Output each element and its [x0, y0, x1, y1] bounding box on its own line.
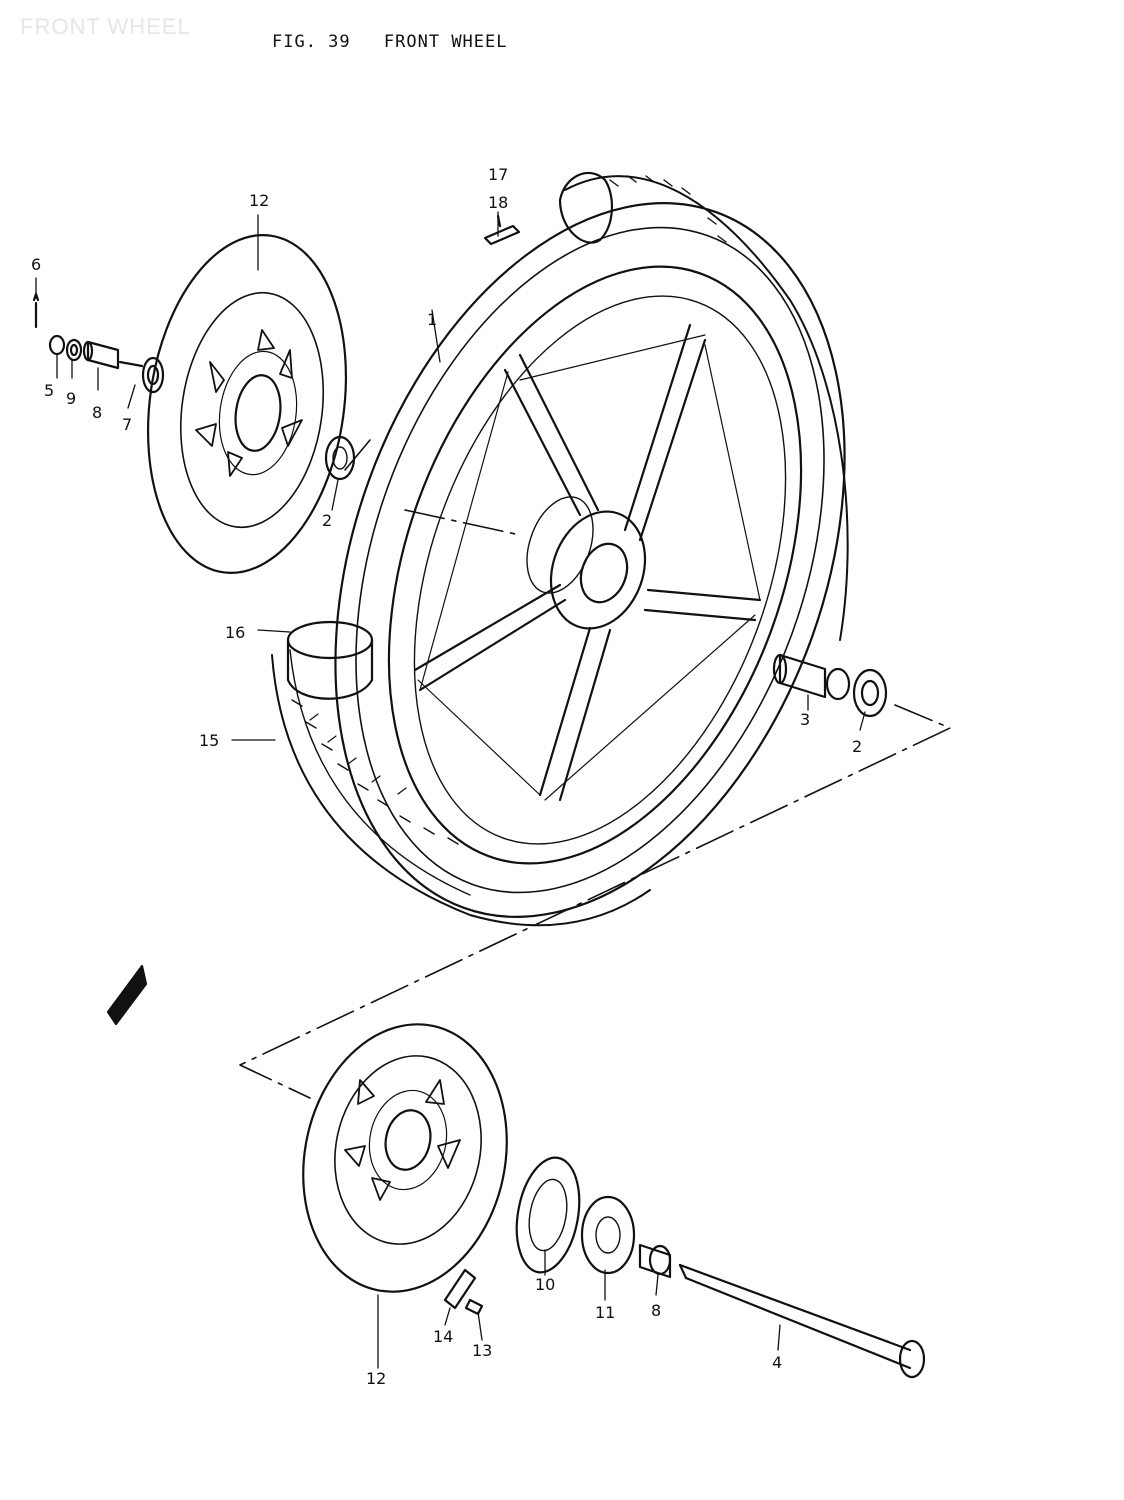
callout-labels: 1 2 2 3 4 5 6 7 8 8 9 10 11 12 12 13 14 …	[31, 165, 862, 1388]
callout-16: 16	[225, 623, 245, 642]
leader-lines	[35, 211, 866, 1369]
callout-6: 6	[31, 255, 41, 274]
callout-5: 5	[44, 381, 54, 400]
callout-7: 7	[122, 415, 132, 434]
figure-caption: FRONT WHEEL	[383, 32, 508, 52]
callout-2a: 2	[322, 511, 332, 530]
assembly-guide-lines	[239, 439, 951, 1099]
callout-12a: 12	[249, 191, 269, 210]
callout-10: 10	[535, 1275, 555, 1294]
inner-tube	[286, 620, 374, 700]
callout-3: 3	[800, 710, 810, 729]
lower-brake-disc	[302, 1023, 508, 1293]
front-wheel-rim	[334, 171, 849, 918]
lock-washer	[443, 1268, 477, 1310]
right-spacer-and-bearing	[772, 653, 888, 718]
callout-2b: 2	[852, 737, 862, 756]
callout-14: 14	[433, 1327, 453, 1346]
valve	[483, 214, 521, 246]
upper-bearing	[324, 435, 356, 481]
watermark-text: FRONT WHEEL	[20, 14, 191, 39]
disc-bolt	[464, 1298, 484, 1316]
front-direction-arrow	[106, 964, 148, 1026]
figure-title: FIG. 39 FRONT WHEEL	[272, 32, 530, 52]
callout-13: 13	[472, 1341, 492, 1360]
callout-18: 18	[488, 193, 508, 212]
callout-9: 9	[66, 389, 76, 408]
figure-number: FIG. 39	[272, 32, 351, 52]
callout-4: 4	[772, 1353, 782, 1372]
axle-small-parts	[32, 292, 165, 394]
speedo-gear-parts	[515, 1156, 672, 1279]
callout-17: 17	[488, 165, 508, 184]
callout-1: 1	[427, 310, 437, 329]
upper-brake-disc	[146, 234, 348, 574]
callout-12b: 12	[366, 1369, 386, 1388]
callout-15: 15	[199, 731, 219, 750]
callout-8b: 8	[651, 1301, 661, 1320]
callout-11: 11	[595, 1303, 615, 1322]
callout-8a: 8	[92, 403, 102, 422]
front-axle	[678, 1263, 926, 1379]
front-tire	[271, 649, 651, 927]
